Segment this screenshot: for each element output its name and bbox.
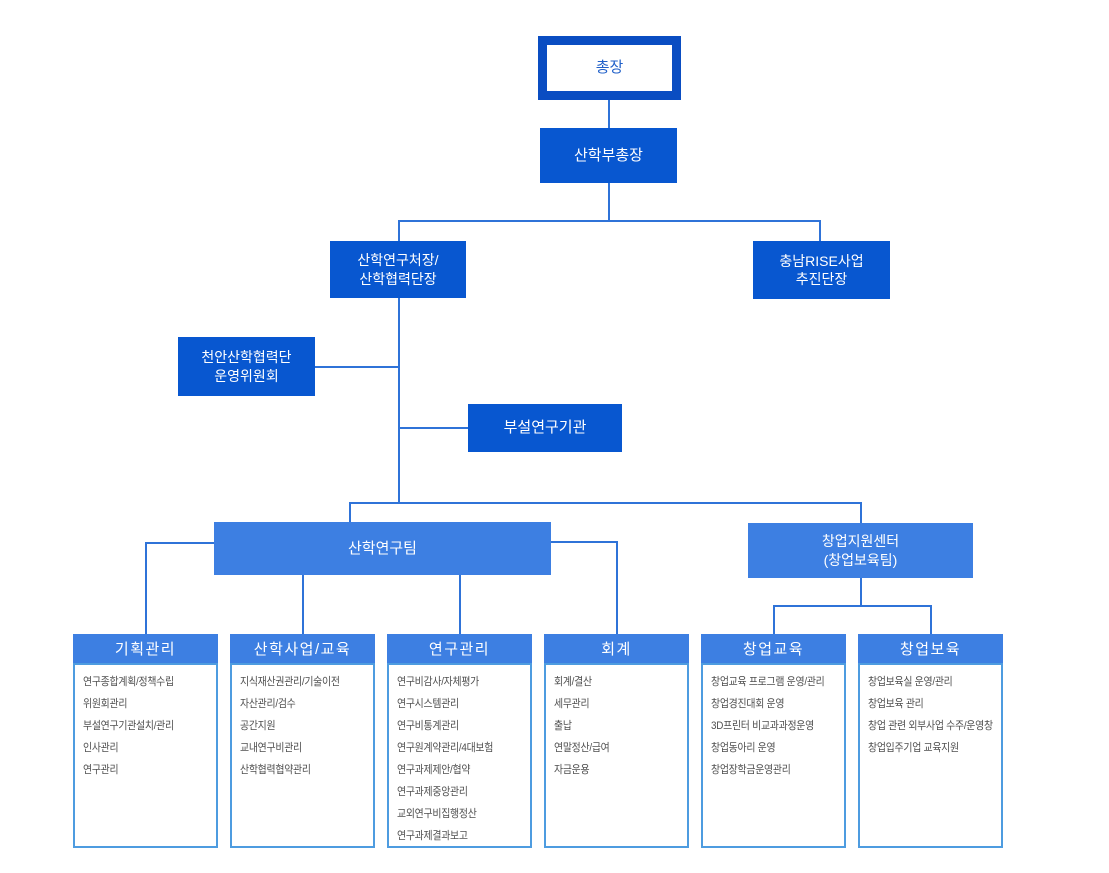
department-item: 산학협력협약관리 [240, 764, 311, 776]
department-item: 연구비감사/자체평가 [397, 676, 480, 688]
connector-line [349, 502, 862, 504]
connector-line [608, 183, 610, 221]
node-vice-president: 산학부총장 [540, 128, 677, 183]
department-item: 연구과제제안/협약 [397, 764, 471, 776]
department-item: 창업장학금운영관리 [711, 764, 791, 776]
node-rise-project-line2: 추진단장 [795, 271, 848, 287]
connector-line [302, 575, 304, 634]
node-rise-project: 충남RISE사업 추진단장 [753, 241, 890, 299]
connector-line [551, 541, 618, 543]
node-vice-president-label: 산학부총장 [573, 146, 643, 164]
node-startup-center: 창업지원센터 (창업보육팀) [748, 523, 973, 578]
node-annex-institute-label: 부설연구기관 [503, 419, 587, 437]
connector-line [860, 502, 862, 523]
connector-line [398, 427, 468, 429]
node-cheonan-committee-line2: 운영위원회 [214, 367, 279, 384]
connector-line [819, 220, 821, 241]
node-research-office-line1: 산학연구처장/ [357, 252, 439, 269]
department-item: 창업교육 프로그램 운영/관리 [711, 676, 825, 688]
department-item: 연구원계약관리/4대보험 [397, 742, 494, 754]
connector-line [616, 541, 618, 634]
department-item: 연구과제결과보고 [397, 830, 468, 842]
department-item: 연구비통계관리 [397, 720, 459, 732]
department-item: 부설연구기관설치/관리 [83, 720, 174, 732]
department-item: 3D프린터 비교과과정운영 [711, 720, 814, 732]
node-rise-project-line1: 충남RISE사업 [779, 252, 864, 269]
department-item: 연구관리 [83, 764, 119, 776]
department-item: 교외연구비집행정산 [397, 808, 477, 820]
department-title: 연구관리 [387, 634, 532, 663]
connector-line [773, 605, 932, 607]
department-item: 창업보육실 운영/관리 [868, 676, 953, 688]
connector-line [398, 298, 400, 504]
department-title: 창업보육 [858, 634, 1003, 663]
connector-line [315, 366, 398, 368]
department-item: 연말정산/급여 [554, 742, 610, 754]
department-item: 교내연구비관리 [240, 742, 302, 754]
department-item: 회계/결산 [554, 676, 592, 688]
node-startup-center-line2: (창업보육팀) [823, 551, 898, 568]
node-research-team: 산학연구팀 [214, 522, 551, 575]
node-president: 총장 [538, 36, 681, 100]
department-item: 자산관리/검수 [240, 698, 296, 710]
node-cheonan-committee: 천안산학협력단 운영위원회 [178, 337, 315, 396]
node-annex-institute: 부설연구기관 [468, 404, 622, 452]
department-item: 창업경진대회 운영 [711, 698, 785, 710]
connector-line [398, 220, 821, 222]
node-research-team-label: 산학연구팀 [347, 539, 417, 557]
department-item: 공간지원 [240, 720, 276, 732]
department-title: 창업교육 [701, 634, 846, 663]
department-item: 연구과제중앙관리 [397, 786, 468, 798]
connector-line [147, 542, 214, 544]
connector-line [145, 542, 147, 634]
department-item: 자금운용 [554, 764, 590, 776]
department-item: 세무관리 [554, 698, 590, 710]
connector-line [930, 605, 932, 634]
node-startup-center-line1: 창업지원센터 [821, 533, 900, 550]
department-item: 창업입주기업 교육지원 [868, 742, 959, 754]
department-title: 산학사업/교육 [230, 634, 375, 663]
connector-line [608, 100, 610, 128]
department-title: 회계 [544, 634, 689, 663]
department-item: 창업 관련 외부사업 수주/운영창 [868, 720, 993, 732]
node-president-label: 총장 [595, 59, 624, 77]
node-research-office-line2: 산학협력단장 [359, 270, 437, 287]
department-item: 연구종합계획/정책수립 [83, 676, 174, 688]
connector-line [773, 605, 775, 634]
department-item: 연구시스템관리 [397, 698, 459, 710]
department-item: 출납 [554, 720, 572, 732]
department-item: 지식재산권관리/기술이전 [240, 676, 340, 688]
connector-line [459, 575, 461, 634]
node-cheonan-committee-line1: 천안산학협력단 [201, 349, 292, 366]
connector-line [860, 578, 862, 606]
department-title: 기획관리 [73, 634, 218, 663]
node-research-office: 산학연구처장/ 산학협력단장 [330, 241, 466, 298]
department-item: 창업동아리 운영 [711, 742, 776, 754]
connector-line [398, 220, 400, 241]
connector-line [349, 502, 351, 522]
department-item: 인사관리 [83, 742, 119, 754]
department-item: 창업보육 관리 [868, 698, 924, 710]
department-item: 위원회관리 [83, 698, 128, 710]
